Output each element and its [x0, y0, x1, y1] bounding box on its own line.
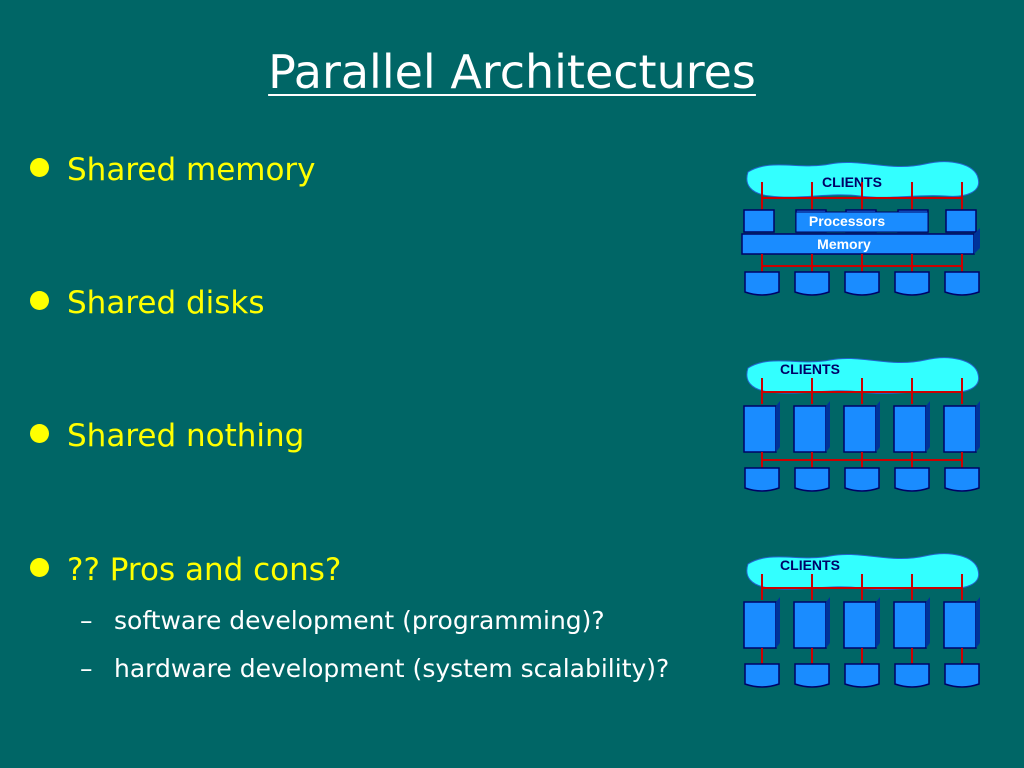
- bullet-dot-icon: [30, 291, 49, 310]
- disk-icons: [744, 271, 980, 296]
- processor-node-sides: [776, 597, 980, 648]
- dash-icon: –: [80, 606, 93, 635]
- processors-bar: [795, 211, 929, 233]
- disk-icons: [744, 467, 980, 492]
- disk-connector-lines: [761, 648, 963, 666]
- bullet-dot-icon: [30, 158, 49, 177]
- bullet-text: ?? Pros and cons?: [67, 552, 342, 588]
- clients-cloud: [746, 553, 980, 590]
- subitem-text: hardware development (system scalability…: [114, 654, 670, 683]
- memory-label: Memory: [817, 236, 871, 252]
- clients-label: CLIENTS: [822, 174, 882, 190]
- bullet-shared-disks: Shared disks: [30, 283, 265, 323]
- bullet-text: Shared memory: [67, 152, 316, 188]
- processor-node-sides: [776, 401, 980, 452]
- bullet-dot-icon: [30, 558, 49, 577]
- dash-icon: –: [80, 654, 93, 683]
- clients-label: CLIENTS: [780, 557, 840, 573]
- clients-label: CLIENTS: [780, 361, 840, 377]
- subitem-software: –software development (programming)?: [80, 604, 605, 638]
- processor-node-icons: [743, 405, 977, 453]
- shared-memory-diagram: CLIENTS Processors Memory: [741, 161, 980, 296]
- shared-nothing-diagram: CLIENTS: [743, 553, 980, 688]
- disk-icons: [744, 663, 980, 688]
- bullet-pros-cons: ?? Pros and cons?: [30, 550, 341, 590]
- bullet-text: Shared nothing: [67, 418, 305, 454]
- bullet-shared-memory: Shared memory: [30, 150, 316, 190]
- clients-cloud: [746, 357, 980, 394]
- slide-title: Parallel Architectures: [268, 45, 756, 99]
- bullet-shared-nothing: Shared nothing: [30, 416, 304, 456]
- processor-node-icons: [743, 601, 977, 649]
- subitem-hardware: –hardware development (system scalabilit…: [80, 652, 669, 686]
- subitem-text: software development (programming)?: [114, 606, 605, 635]
- memory-bar-side: [974, 228, 980, 254]
- shared-disks-diagram: CLIENTS: [743, 357, 980, 492]
- bullet-text: Shared disks: [67, 285, 265, 321]
- processors-label: Processors: [809, 213, 885, 229]
- bullet-dot-icon: [30, 424, 49, 443]
- disk-connector-lines: [761, 254, 963, 274]
